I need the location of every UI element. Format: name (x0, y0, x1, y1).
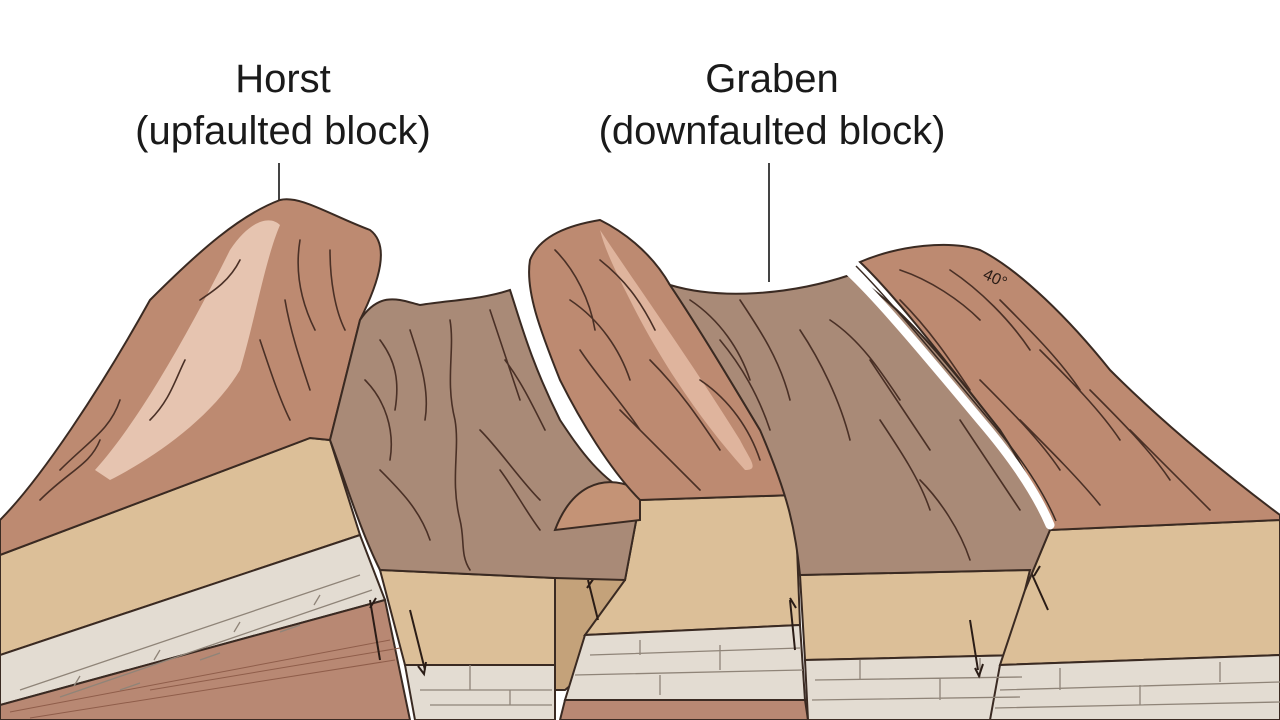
fault-scarp-edge (855, 265, 1057, 522)
middle-horst-shale (558, 699, 810, 720)
fault-arrows (369, 565, 1049, 679)
erosion-lines (39, 239, 1211, 571)
fault-scarp (845, 267, 1055, 530)
horst-right-limestone (988, 653, 1280, 720)
horst-right-surface (858, 243, 1280, 532)
graben-right-sandstone (798, 568, 1032, 662)
surface-layers (0, 198, 1280, 591)
graben-left-limestone (403, 664, 556, 720)
shale-texture (9, 639, 401, 719)
middle-horst-ridge (600, 230, 753, 470)
limestone-hatching (19, 574, 1280, 709)
horst-left-shale (0, 598, 412, 720)
graben-label: Graben (downfaulted block) (562, 53, 982, 157)
horst-title: Horst (235, 57, 331, 101)
graben-subtitle: (downfaulted block) (598, 109, 946, 153)
horst-left-ridge (95, 220, 280, 480)
horst-subtitle: (upfaulted block) (135, 109, 431, 153)
horst-label: Horst (upfaulted block) (93, 53, 473, 157)
graben-left-sandstone (378, 568, 556, 666)
middle-horst-limestone (563, 623, 807, 701)
graben-title: Graben (705, 57, 839, 101)
